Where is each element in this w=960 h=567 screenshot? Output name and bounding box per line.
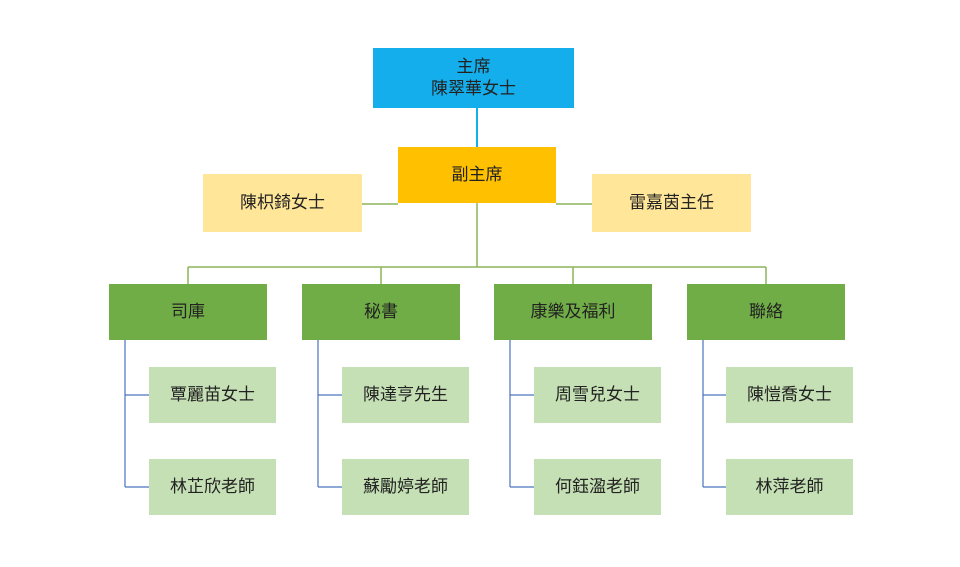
member-label: 林萍老師 [755, 477, 824, 497]
member-box: 陳達亨先生 [342, 367, 469, 423]
chairperson-name: 陳翠華女士 [431, 79, 516, 99]
member-label: 林芷欣老師 [170, 477, 255, 497]
member-label: 周雪兒女士 [555, 385, 640, 405]
member-label: 陳達亨先生 [363, 385, 448, 405]
connector-dept-2-members [317, 340, 342, 488]
member-box: 林芷欣老師 [149, 459, 276, 515]
member-label: 覃麗苗女士 [170, 385, 255, 405]
department-recreation-welfare: 康樂及福利 [494, 284, 652, 340]
member-box: 蘇勵婷老師 [342, 459, 469, 515]
department-label: 康樂及福利 [530, 302, 616, 322]
member-box: 何鈺溋老師 [534, 459, 661, 515]
department-treasurer: 司庫 [109, 284, 267, 340]
vice-chair-member-right-label: 雷嘉茵主任 [629, 193, 714, 213]
department-label: 聯絡 [749, 302, 783, 322]
vice-chair-box: 副主席 [398, 147, 556, 203]
member-label: 陳愷喬女士 [747, 385, 832, 405]
chairperson-box: 主席 陳翠華女士 [373, 48, 574, 108]
department-label: 秘書 [364, 302, 398, 322]
member-label: 蘇勵婷老師 [363, 477, 448, 497]
member-box: 陳愷喬女士 [726, 367, 853, 423]
connector-dept-4-members [702, 340, 726, 488]
vice-chair-title: 副主席 [451, 165, 503, 185]
vice-chair-member-left: 陳枳錡女士 [203, 174, 362, 232]
department-secretary: 秘書 [302, 284, 460, 340]
member-box: 周雪兒女士 [534, 367, 661, 423]
department-liaison: 聯絡 [687, 284, 845, 340]
vice-chair-member-left-label: 陳枳錡女士 [240, 193, 325, 213]
member-label: 何鈺溋老師 [555, 477, 640, 497]
vice-chair-member-right: 雷嘉茵主任 [592, 174, 751, 232]
department-label: 司庫 [171, 302, 205, 322]
member-box: 林萍老師 [726, 459, 853, 515]
connector-dept-3-members [509, 340, 534, 488]
chairperson-title: 主席 [456, 57, 491, 77]
member-box: 覃麗苗女士 [149, 367, 276, 423]
connector-dept-1-members [124, 340, 149, 488]
